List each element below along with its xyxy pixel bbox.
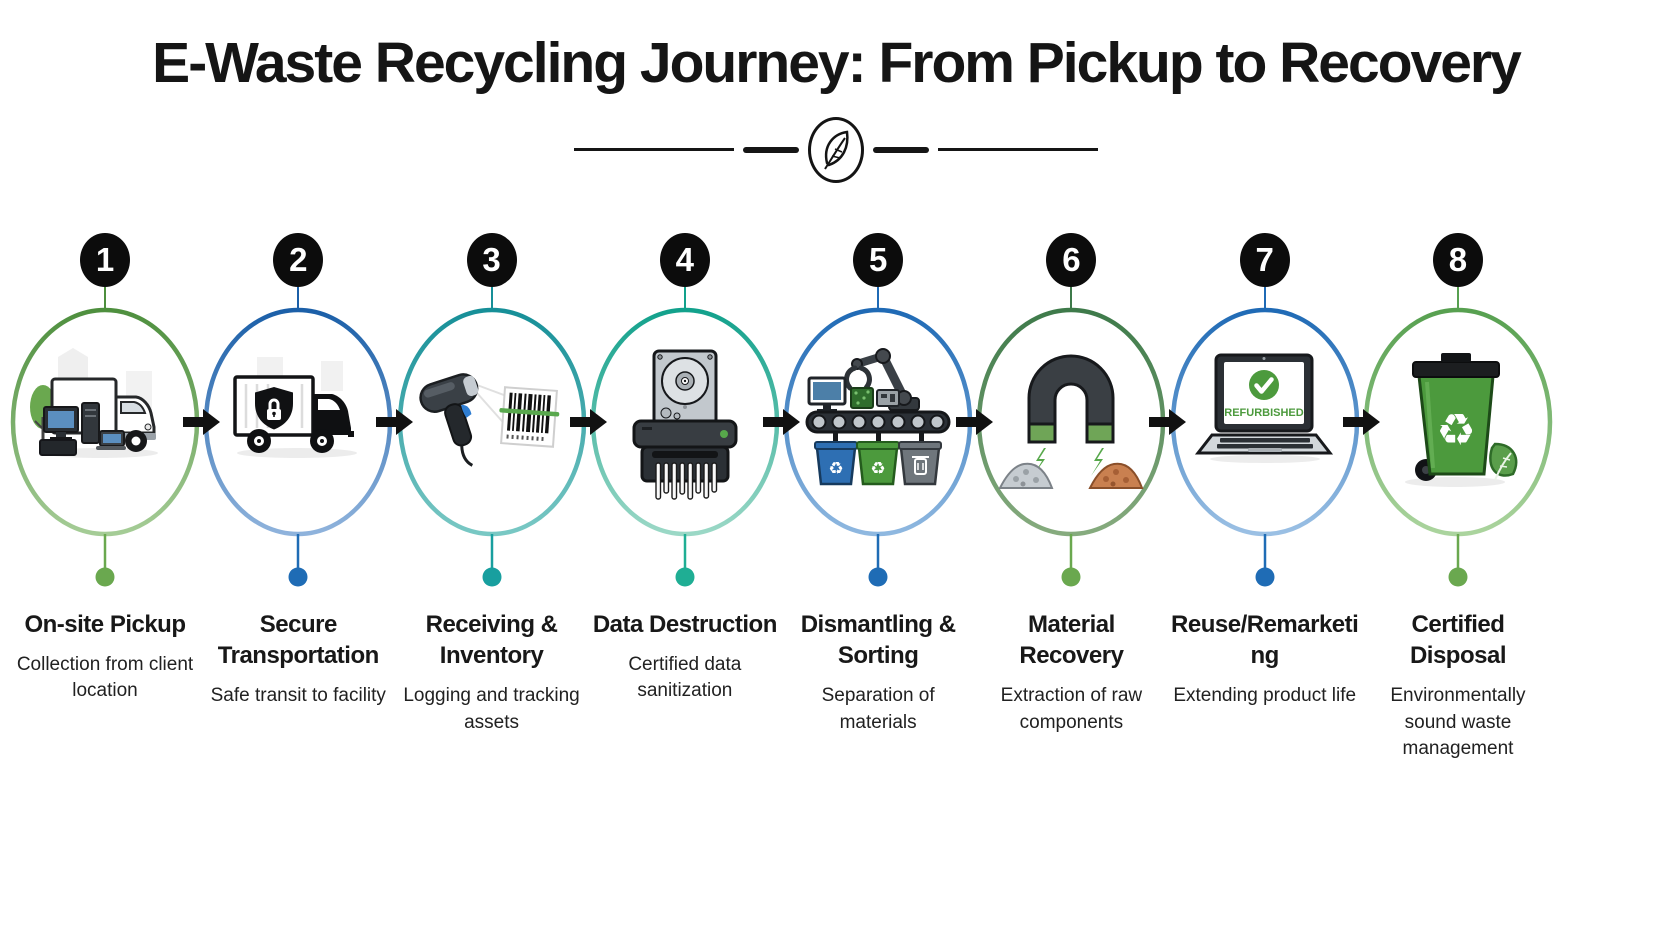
- step-description: Environmentally sound waste management: [1390, 685, 1526, 760]
- page-title: E-Waste Recycling Journey: From Pickup t…: [152, 31, 1522, 95]
- step-title: Material Recovery: [1019, 610, 1124, 669]
- flow-arrow-icon: [183, 408, 221, 436]
- step-6-material-recovery: 6: [976, 232, 1187, 763]
- step-number-badge: 5: [853, 232, 904, 287]
- secure-truck-icon: [233, 356, 358, 458]
- flow-arrow-icon: [1342, 408, 1381, 436]
- step-title: Secure Transportation: [217, 610, 380, 669]
- refurbished-laptop-icon: REFURBISHED: [1194, 353, 1333, 463]
- svg-text:♻: ♻: [1436, 405, 1475, 456]
- step-ring: [977, 307, 1166, 536]
- divider-line: [938, 148, 1098, 152]
- divider-line: [574, 148, 734, 152]
- hdd-shredder-icon: [632, 349, 738, 500]
- step-number: 7: [1255, 240, 1274, 278]
- step-4-graphic: [590, 286, 780, 587]
- divider-thick-line: [743, 146, 799, 153]
- step-dot: [1061, 567, 1081, 587]
- step-2-graphic: [204, 286, 393, 587]
- laptop-screen-label: REFURBISHED: [1224, 407, 1304, 419]
- step-7-graphic: REFURBISHED: [1170, 286, 1359, 587]
- step-dot: [288, 567, 308, 587]
- leaf-icon: [808, 116, 864, 183]
- step-description: Extending product life: [1173, 685, 1357, 707]
- step-3-graphic: [397, 286, 586, 587]
- step-dot: [1255, 567, 1275, 587]
- step-description: Separation of materials: [821, 685, 935, 733]
- step-description: Safe transit to facility: [210, 685, 386, 707]
- step-dot: [675, 567, 695, 587]
- step-number-badge: 2: [273, 232, 324, 287]
- title-divider: [0, 116, 1672, 183]
- step-number: 4: [675, 240, 695, 278]
- step-number: 1: [95, 240, 115, 278]
- step-number: 5: [868, 240, 888, 278]
- step-number-badge: 3: [466, 232, 517, 287]
- flow-arrow-icon: [1149, 408, 1187, 436]
- step-number: 2: [289, 240, 308, 278]
- step-title: Receiving & Inventory: [425, 610, 558, 669]
- step-dot: [868, 567, 888, 587]
- flow-arrow-icon: [956, 408, 994, 436]
- step-title: Reuse/Remarketing: [1171, 610, 1359, 669]
- flow-arrow-icon: [569, 408, 608, 436]
- recycle-bin-icon: ♻: [1404, 352, 1518, 487]
- step-3-receiving-inventory: 3: [397, 232, 607, 763]
- step-6-graphic: [977, 286, 1166, 587]
- step-title: Certified Disposal: [1409, 610, 1507, 669]
- step-8-graphic: ♻: [1363, 286, 1553, 587]
- step-2-secure-transportation: 2: [203, 232, 414, 763]
- step-description: Logging and tracking assets: [403, 685, 580, 733]
- step-description: Extraction of raw components: [1000, 685, 1143, 733]
- step-title: Data Destruction: [592, 610, 778, 638]
- step-dot: [95, 567, 115, 587]
- step-1-graphic: [10, 286, 200, 587]
- step-7-reuse-remarketing: 7 REFURBISHED: [1170, 232, 1380, 763]
- step-number-badge: 8: [1432, 232, 1483, 287]
- divider-thick-line: [873, 146, 929, 153]
- step-ring: [397, 307, 586, 536]
- svg-text:♻: ♻: [871, 459, 886, 479]
- step-number: 3: [482, 240, 501, 278]
- step-number-badge: 6: [1046, 232, 1097, 287]
- step-5-dismantling-sorting: 5: [783, 232, 994, 763]
- flow-arrow-icon: [762, 408, 801, 436]
- step-description: Collection from client location: [16, 653, 194, 702]
- step-title: Dismantling & Sorting: [800, 610, 956, 669]
- robotic-arm-sorting-icon: ♻ ♻: [805, 347, 951, 485]
- barcode-scanner-icon: [418, 372, 559, 467]
- magnet-icon: [998, 354, 1144, 489]
- step-number: 8: [1448, 240, 1468, 278]
- svg-text:♻: ♻: [829, 459, 844, 479]
- step-5-graphic: ♻ ♻: [783, 286, 973, 587]
- step-dot: [1448, 567, 1468, 587]
- step-1-onsite-pickup: 1: [10, 232, 220, 763]
- step-number-badge: 1: [80, 232, 130, 287]
- step-number: 6: [1062, 240, 1081, 278]
- step-number-badge: 7: [1239, 232, 1290, 287]
- step-title: On-site Pickup: [24, 610, 186, 638]
- flow-arrow-icon: [376, 408, 414, 436]
- step-4-data-destruction: 4: [590, 232, 800, 763]
- steps-row: 1: [10, 232, 1553, 763]
- step-number-badge: 4: [659, 232, 710, 287]
- step-dot: [482, 567, 502, 587]
- pickup-truck-icon: [30, 347, 158, 458]
- step-description: Certified data sanitization: [628, 653, 742, 702]
- step-8-certified-disposal: 8 ♻: [1363, 232, 1553, 763]
